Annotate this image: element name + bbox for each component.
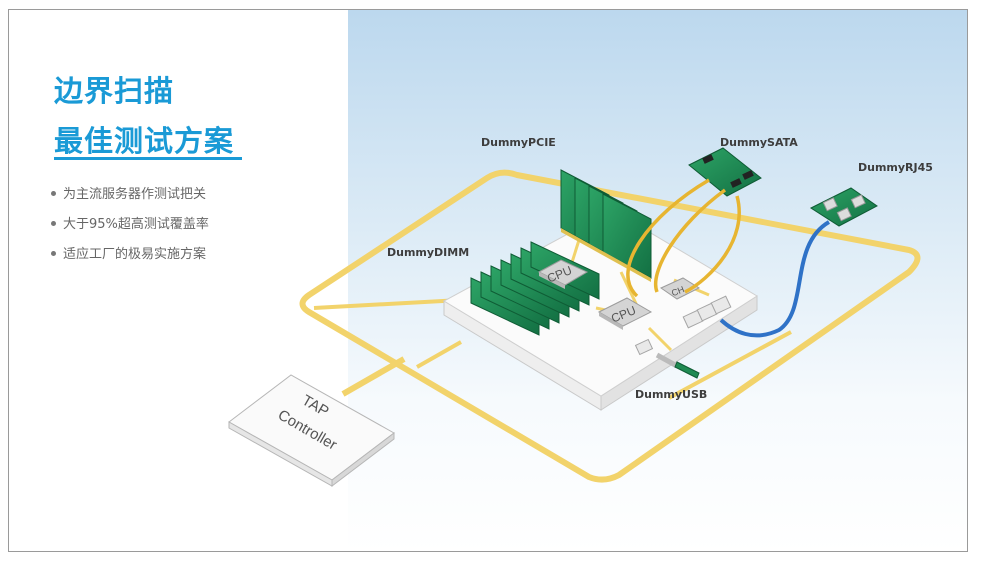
title-underline	[54, 157, 242, 160]
rj45-label: DummyRJ45	[858, 161, 933, 174]
tap-controller-box: TAP Controller	[228, 374, 395, 488]
feature-item-2: 大于95%超高测试覆盖率	[51, 210, 209, 240]
feature-item-1: 为主流服务器作测试把关	[51, 180, 209, 210]
sata-cable-3	[684, 195, 741, 294]
feature-text-2: 大于95%超高测试覆盖率	[63, 217, 209, 232]
sata-cable-2	[653, 188, 727, 293]
usb-dongle	[655, 352, 700, 379]
dimm-modules	[470, 241, 600, 336]
ch-label: CH	[670, 284, 686, 298]
scan-chain-tap-link	[341, 356, 406, 397]
slide-frame: CPU CPU CH	[8, 9, 968, 552]
cpu-chip-2: CPU	[597, 297, 653, 330]
feature-text-3: 适应工厂的极易实施方案	[63, 247, 207, 262]
boundary-scan-diagram: CPU CPU CH	[228, 147, 921, 488]
rj45-cable	[719, 220, 831, 338]
scan-chain-board-link	[313, 298, 462, 310]
sata-cable-1	[626, 178, 710, 298]
page-title-line1: 边界扫描	[54, 74, 175, 108]
ch-chip: CH	[659, 277, 701, 300]
bullet-dot-icon	[51, 221, 56, 226]
usb-label: DummyUSB	[635, 388, 708, 401]
sata-board	[688, 147, 762, 197]
feature-item-3: 适应工厂的极易实施方案	[51, 240, 209, 270]
scan-chain-usb-link	[668, 330, 792, 400]
dimm-label: DummyDIMM	[387, 246, 470, 259]
page-title-line2: 最佳测试方案	[54, 124, 235, 158]
pcie-label: DummyPCIE	[481, 136, 556, 149]
feature-text-1: 为主流服务器作测试把关	[63, 187, 207, 202]
bullet-dot-icon	[51, 191, 56, 196]
bullet-dot-icon	[51, 251, 56, 256]
cpu-chip-1: CPU	[537, 259, 589, 289]
scan-chain-inner-link	[416, 340, 462, 369]
feature-list: 为主流服务器作测试把关 大于95%超高测试覆盖率 适应工厂的极易实施方案	[51, 180, 209, 270]
scan-chain-loop	[299, 169, 921, 483]
board-ports	[634, 295, 732, 356]
sata-label: DummySATA	[720, 136, 798, 149]
rj45-board	[809, 187, 878, 227]
motherboard	[442, 209, 758, 411]
